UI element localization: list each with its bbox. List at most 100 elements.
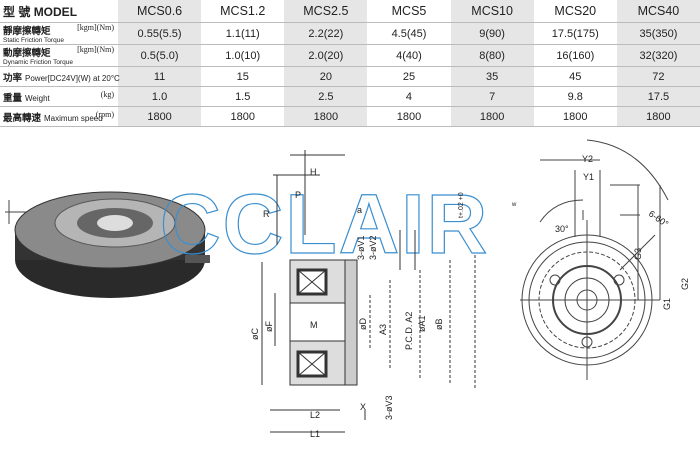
dim-C: øC xyxy=(250,328,260,340)
dim-D: øD xyxy=(358,318,368,330)
table-cell: 32(320) xyxy=(616,44,700,67)
dim-Y2: Y2 xyxy=(582,154,593,164)
table-cell: 1800 xyxy=(616,106,700,127)
model-label: 型 號 MODEL xyxy=(0,0,118,23)
table-cell: 0.5(5.0) xyxy=(118,44,202,67)
dim-L2: L2 xyxy=(310,410,320,420)
technical-drawing: CCLAIR H P R a 3-øV1 3-øV2 øC øF M øD A3… xyxy=(5,139,690,439)
dim-V2: 3-øV2 xyxy=(368,235,378,260)
table-cell: 1800 xyxy=(367,106,451,127)
key-w: w xyxy=(511,202,517,208)
table-cell: 1800 xyxy=(450,106,534,127)
table-cell: 20 xyxy=(284,66,368,87)
table-cell: 0.55(5.5) xyxy=(118,22,202,45)
dim-Y1: Y1 xyxy=(583,172,594,182)
table-cell: 1800 xyxy=(284,106,368,127)
row-label-zh: 動摩擦轉矩 xyxy=(3,48,51,59)
table-cell: 2.0(20) xyxy=(284,44,368,67)
dim-L1: L1 xyxy=(310,429,320,439)
dim-B: øB xyxy=(434,318,444,330)
row-unit: [kgm](Nm) xyxy=(77,45,114,54)
dim-A2: P.C.D. A2 xyxy=(404,312,414,350)
dim-M: M xyxy=(310,320,318,330)
table-cell: 1800 xyxy=(201,106,285,127)
dim-V1: 3-øV1 xyxy=(356,235,366,260)
dim-X: X xyxy=(360,402,366,412)
model-header: MCS10 xyxy=(450,0,534,23)
model-label-zh: 型 號 xyxy=(3,4,31,19)
table-cell: 16(160) xyxy=(533,44,617,67)
row-unit: [kgm](Nm) xyxy=(77,23,114,32)
table-cell: 9(90) xyxy=(450,22,534,45)
table-cell: 25 xyxy=(367,66,451,87)
table-cell: 1.1(11) xyxy=(201,22,285,45)
row-unit: (kg) xyxy=(100,89,114,99)
dim-A3: A3 xyxy=(378,324,388,335)
model-label-en: MODEL xyxy=(33,4,78,19)
table-cell: 45 xyxy=(533,66,617,87)
table-cell: 17.5 xyxy=(616,86,700,107)
model-header: MCS2.5 xyxy=(284,0,368,23)
dim-H: H xyxy=(310,167,317,177)
dim-a: a xyxy=(357,205,362,215)
side-section-view xyxy=(261,150,476,433)
model-header: MCS20 xyxy=(533,0,617,23)
table-cell: 35(350) xyxy=(616,22,700,45)
row-label-en: Power[DC24V](W) at 20°C xyxy=(25,73,120,83)
row-label-en: Dynamic Friction Torque xyxy=(3,59,73,66)
angle-6-60: 6-60° xyxy=(647,208,671,229)
table-cell: 1.0(10) xyxy=(201,44,285,67)
table-cell: 11 xyxy=(118,66,202,87)
dim-V3: 3-øV3 xyxy=(384,395,394,420)
dim-F: øF xyxy=(264,321,274,332)
model-header: MCS5 xyxy=(367,0,451,23)
row-label-en: Maximum speed xyxy=(44,113,103,123)
model-header: MCS0.6 xyxy=(118,0,202,23)
angle-30: 30° xyxy=(555,224,569,234)
table-cell: 4.5(45) xyxy=(367,22,451,45)
table-header-row: 型 號 MODEL MCS0.6 MCS1.2 MCS2.5 MCS5 MCS1… xyxy=(0,0,700,23)
row-label-zh: 最高轉速 xyxy=(3,112,42,124)
row-label-en: Static Friction Torque xyxy=(3,37,64,44)
side-labels: H P R a 3-øV1 3-øV2 øC øF M øD A3 P.C.D.… xyxy=(250,167,517,439)
front-view xyxy=(520,139,669,380)
table-cell: 4(40) xyxy=(367,44,451,67)
table-cell: 4 xyxy=(367,86,451,107)
table-cell: 1800 xyxy=(533,106,617,127)
row-unit: (rpm) xyxy=(95,109,114,119)
row-label-en: Weight xyxy=(25,93,50,103)
table-cell: 72 xyxy=(616,66,700,87)
watermark: CCLAIR xyxy=(160,177,489,271)
clutch-photo xyxy=(5,191,210,298)
dim-A1: øA1 xyxy=(417,315,427,332)
table-cell: 8(80) xyxy=(450,44,534,67)
table-cell: 7 xyxy=(450,86,534,107)
table-cell: 1800 xyxy=(118,106,202,127)
dim-G3: G3 xyxy=(633,248,643,260)
dim-P: P xyxy=(295,190,301,200)
key-tolerance: t+.02 +0 xyxy=(458,192,465,218)
table-cell: 9.8 xyxy=(533,86,617,107)
table-cell: 17.5(175) xyxy=(533,22,617,45)
row-label-zh: 靜摩擦轉矩 xyxy=(3,26,51,37)
row-label-zh: 功率 xyxy=(3,72,23,84)
model-header: MCS40 xyxy=(616,0,700,23)
table-cell: 35 xyxy=(450,66,534,87)
dim-R: R xyxy=(263,209,270,219)
table-cell: 1.5 xyxy=(201,86,285,107)
model-header: MCS1.2 xyxy=(201,0,285,23)
row-label-zh: 重量 xyxy=(3,92,23,104)
dim-G1: G1 xyxy=(662,298,672,310)
table-cell: 15 xyxy=(201,66,285,87)
table-cell: 2.2(22) xyxy=(284,22,368,45)
